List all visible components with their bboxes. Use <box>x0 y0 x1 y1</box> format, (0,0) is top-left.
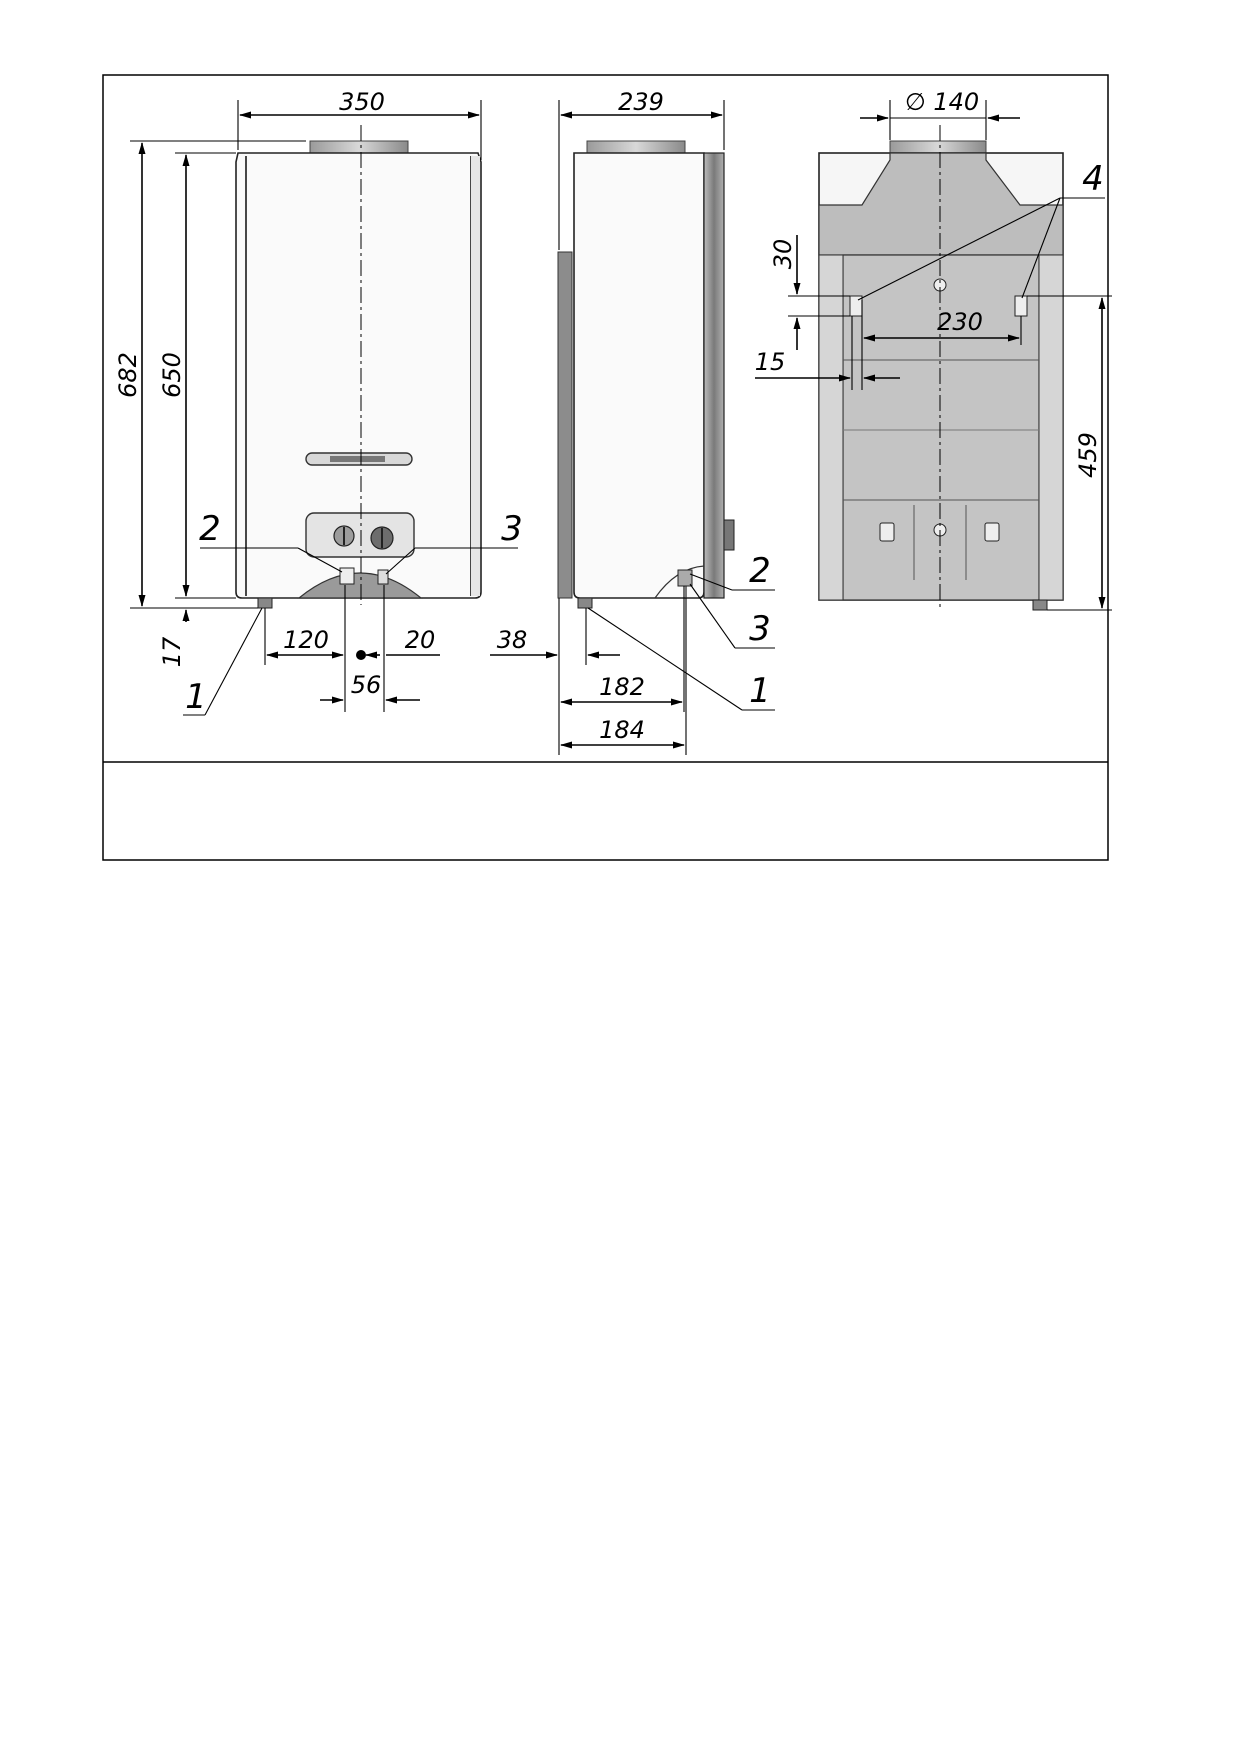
callout-2-front: 2 <box>199 509 221 549</box>
callout-1-front: 1 <box>185 677 207 717</box>
side-panel-shade <box>703 152 725 599</box>
dim-body-height: 650 <box>158 352 186 398</box>
front-view <box>235 125 482 660</box>
dim-depth-182: 182 <box>599 673 645 701</box>
dim-depth-184: 184 <box>599 716 645 744</box>
dim-left-to-gas: 120 <box>283 626 329 654</box>
dim-front-width: 350 <box>339 88 385 116</box>
side-callouts: 2 3 1 <box>587 551 775 711</box>
side-water-inlet <box>577 597 593 609</box>
rear-mounting-panel <box>842 254 1040 601</box>
side-view <box>557 140 735 609</box>
front-body <box>235 152 482 599</box>
front-water-inlet <box>257 597 273 609</box>
dim-overall-height: 682 <box>114 352 142 398</box>
dim-side-offset: 38 <box>497 626 528 654</box>
callout-4-rear: 4 <box>1082 159 1104 199</box>
rear-callouts: 4 <box>857 159 1105 301</box>
callout-3-side: 3 <box>749 609 771 649</box>
rear-flue-collar <box>889 140 987 154</box>
dim-mount-edge: 15 <box>755 348 786 376</box>
side-mounting-plate <box>557 251 573 599</box>
drawing-frame <box>102 74 1109 861</box>
dim-side-depth: 239 <box>618 88 664 116</box>
dim-mount-height: 459 <box>1074 432 1102 478</box>
front-bottom-arch <box>297 572 423 599</box>
side-flue-collar <box>586 140 686 154</box>
dim-bottom-offset: 17 <box>158 636 186 667</box>
rear-view <box>818 125 1064 611</box>
callout-2-side: 2 <box>749 551 771 591</box>
rear-mount-hole-right <box>1014 295 1028 317</box>
front-dimensions: 350 682 650 17 120 20 56 <box>114 88 482 712</box>
dim-flue-diameter: ∅ 140 <box>905 88 979 116</box>
callout-3-front: 3 <box>501 509 523 549</box>
dim-connection-spacing: 56 <box>351 671 382 699</box>
front-callouts: 2 3 1 <box>183 509 523 717</box>
rear-dimensions: ∅ 140 30 230 15 459 <box>755 88 1112 611</box>
dim-gas-to-right: 20 <box>405 626 436 654</box>
dim-mount-horizontal: 230 <box>937 308 983 336</box>
side-dimensions: 239 38 182 184 <box>490 88 725 755</box>
gas-connection-point <box>356 650 366 660</box>
side-body <box>573 152 705 599</box>
callout-1-side: 1 <box>749 671 771 711</box>
front-flue-collar <box>309 140 409 154</box>
rear-foot <box>1032 599 1048 611</box>
dim-mount-vertical: 30 <box>769 239 797 270</box>
control-panel <box>305 512 415 558</box>
